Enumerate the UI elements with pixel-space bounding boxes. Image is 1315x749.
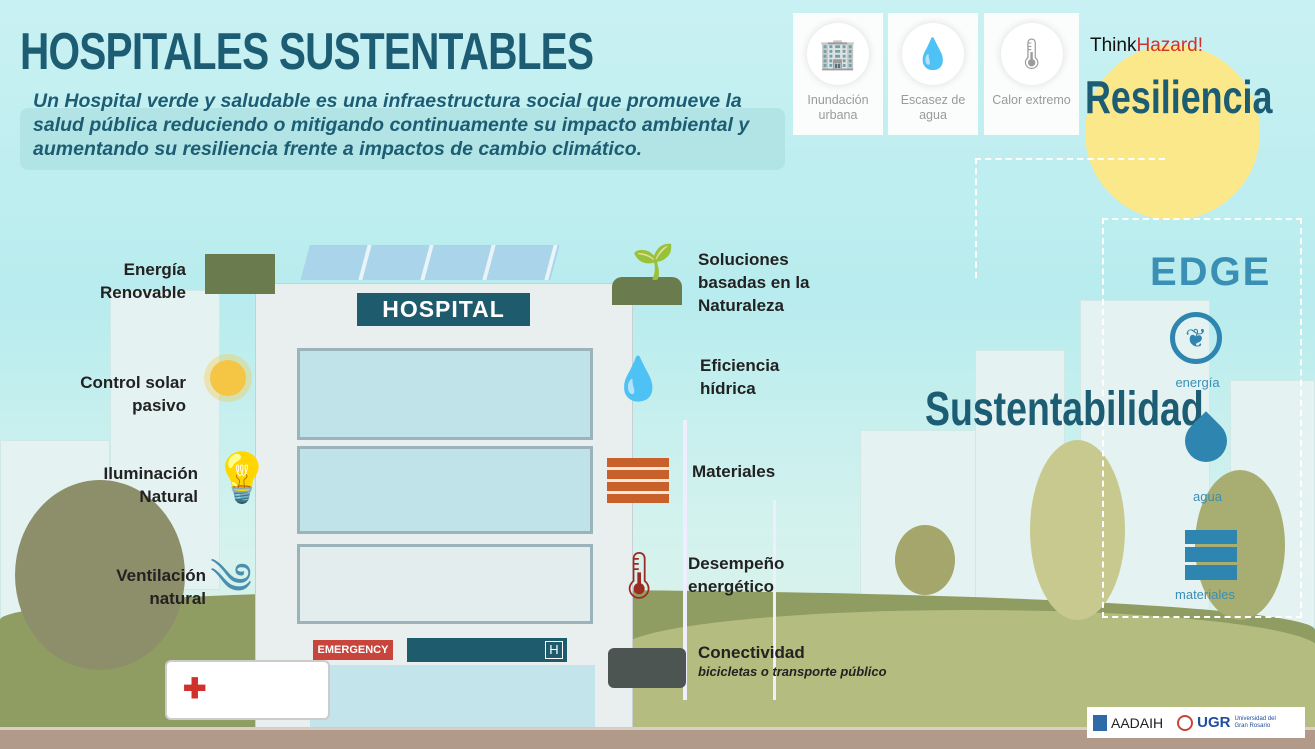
hospital-sign: HOSPITAL (357, 293, 530, 326)
plant-sprout-icon: 🌱 (612, 245, 682, 305)
bricks-icon (607, 458, 669, 503)
sun (1085, 45, 1260, 220)
hazard-label: Inundación urbana (807, 93, 869, 122)
hospital-h-sign: H (545, 641, 563, 659)
thinkhazard-logo: ThinkHazard! (1090, 35, 1203, 56)
entrance-sign (407, 638, 567, 662)
leaf-plug-icon: ❦ (1170, 312, 1222, 364)
floor-clinic (297, 348, 593, 440)
resiliencia-heading: Resiliencia (1085, 71, 1273, 123)
hand-water-icon: 💧 (612, 355, 665, 402)
wind-icon: ༄ (210, 555, 253, 604)
sustentabilidad-heading: Sustentabilidad (925, 383, 1204, 436)
hazard-label: Escasez de agua (900, 93, 966, 122)
hazard-card-water: 💧 Escasez de agua (888, 13, 978, 135)
road (0, 727, 1315, 749)
entrance-glass (310, 665, 595, 727)
tree (895, 525, 955, 595)
edge-agua-label: agua (1193, 489, 1222, 504)
sun-thermometer-icon: 🌡 (1000, 23, 1063, 85)
intro-text: Un Hospital verde y saludable es una inf… (33, 90, 750, 160)
edge-materiales-label: materiales (1175, 587, 1235, 602)
hazard-card-heat: 🌡 Calor extremo (984, 13, 1079, 135)
dashed-connector (975, 158, 1165, 278)
floor-reception (297, 544, 593, 624)
hazard-card-flood: 🏢 Inundación urbana (793, 13, 883, 135)
dashed-connector (1102, 218, 1302, 618)
floor-wards (297, 446, 593, 534)
flooded-city-icon: 🏢 (807, 23, 869, 85)
edge-logo: EDGE (1150, 250, 1272, 294)
bus-icon (608, 648, 686, 688)
aadaih-logo: AADAIH (1093, 714, 1163, 731)
emergency-sign: EMERGENCY (313, 640, 393, 660)
bricks-icon (1185, 530, 1237, 580)
sun-icon (210, 360, 246, 396)
water-drop-tap-icon: 💧 (902, 23, 964, 85)
tree (1030, 440, 1125, 620)
page-title: HOSPITALES SUSTENTABLES (20, 23, 594, 81)
ambulance-cross: ✚ (183, 673, 207, 704)
light-bulb-icon: 💡 (212, 452, 272, 505)
feature-materiales: Materiales (692, 462, 776, 481)
wind-turbine (773, 500, 776, 700)
edge-energia-label: energía (1175, 375, 1220, 390)
solar-panel-icon (205, 240, 277, 310)
intro-background (20, 108, 785, 170)
hazard-label: Calor extremo (992, 93, 1071, 107)
tree (15, 480, 185, 670)
solar-panels-roof (300, 245, 560, 280)
thermometer-snow-icon: 🌡 (610, 549, 669, 601)
wind-turbine (683, 420, 687, 700)
ambulance (165, 660, 330, 720)
